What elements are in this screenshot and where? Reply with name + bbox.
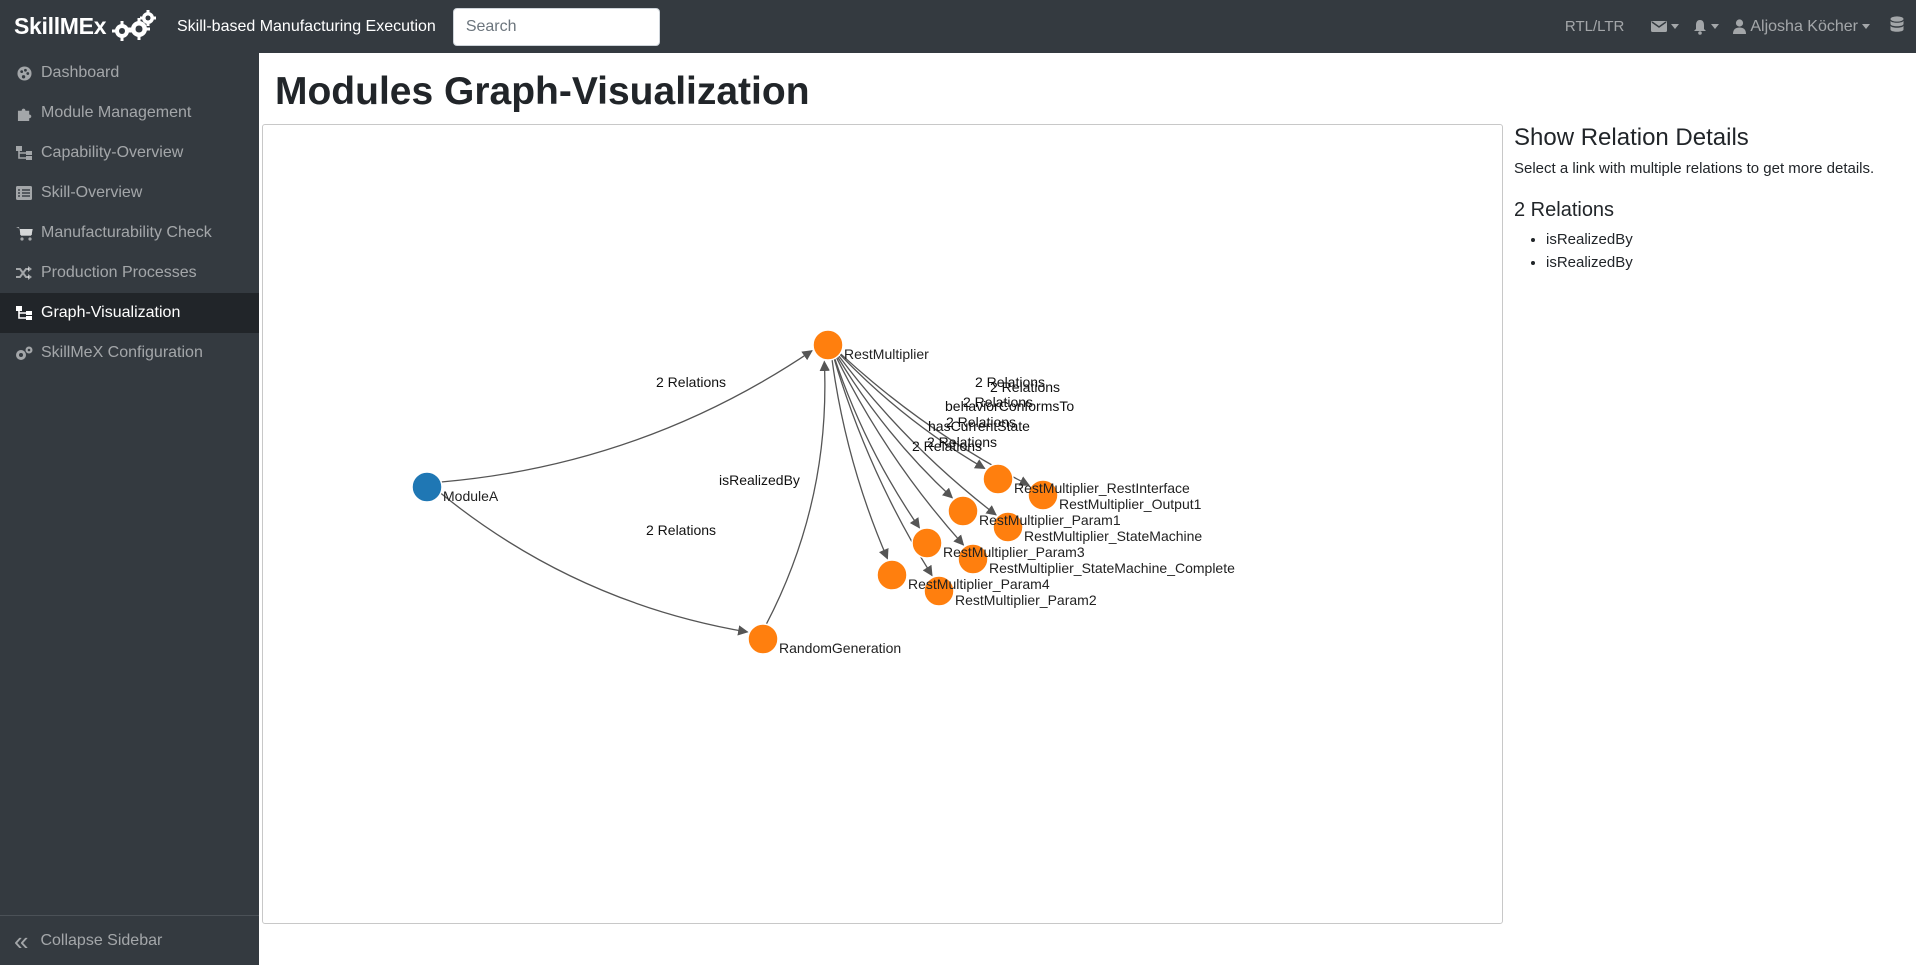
top-navbar: SkillMEx [0, 0, 1916, 53]
graph-node-label: RestMultiplier_StateMachine_Complete [989, 560, 1235, 576]
graph-node-label: RestMultiplier_Param4 [908, 576, 1050, 592]
sidebar-item-capability-overview[interactable]: Capability-Overview [0, 133, 259, 173]
sidebar-item-skill-overview[interactable]: Skill-Overview [0, 173, 259, 213]
sidebar-item-graph-visualization[interactable]: Graph-Visualization [0, 293, 259, 333]
sidebar-item-module-management[interactable]: Module Management [0, 93, 259, 133]
graph-link[interactable] [839, 353, 986, 470]
database-icon[interactable] [1890, 15, 1904, 38]
envelope-icon [1651, 21, 1668, 32]
shuffle-icon [15, 264, 33, 282]
sidebar-item-label: SkillMeX Configuration [41, 344, 203, 361]
graph-link[interactable] [831, 359, 889, 560]
graph-link-label[interactable]: 2 Relations [990, 379, 1060, 395]
navbar-right: RTL/LTR Aljosha Köcher [1565, 0, 1916, 53]
chevron-down-icon [1862, 24, 1870, 29]
relation-item: isRealizedBy [1546, 231, 1909, 248]
messages-dropdown[interactable] [1651, 20, 1680, 33]
graph-link[interactable] [765, 360, 830, 625]
cart-icon [15, 224, 33, 242]
graph-node[interactable] [957, 543, 989, 575]
relation-item: isRealizedBy [1546, 254, 1909, 271]
graph-node[interactable] [812, 329, 844, 361]
graph-link[interactable] [836, 356, 954, 499]
user-name: Aljosha Köcher [1750, 17, 1858, 35]
palette-icon [15, 64, 33, 82]
double-chevron-left-icon: « [14, 925, 29, 956]
graph-link[interactable] [835, 357, 965, 546]
graph-link[interactable] [834, 358, 920, 529]
collapse-sidebar-button[interactable]: « Collapse Sidebar [0, 915, 259, 965]
list-icon [15, 184, 33, 202]
sidebar-item-label: Graph-Visualization [41, 304, 181, 321]
page-title: Modules Graph-Visualization [275, 70, 810, 113]
sidebar-item-label: Production Processes [41, 264, 197, 281]
chevron-down-icon [1711, 24, 1720, 29]
graph-node[interactable] [992, 511, 1024, 543]
relations-list: isRealizedBy isRealizedBy [1514, 231, 1909, 271]
graph-node[interactable] [876, 559, 908, 591]
user-icon [1733, 19, 1747, 34]
collapse-sidebar-label: Collapse Sidebar [40, 931, 163, 949]
sidebar-item-skillmex-configuration[interactable]: SkillMeX Configuration [0, 333, 259, 373]
sidebar-item-label: Manufacturability Check [41, 224, 212, 241]
sidebar-item-manufacturability-check[interactable]: Manufacturability Check [0, 213, 259, 253]
sitemap-icon [15, 144, 33, 162]
graph-link-label[interactable]: 2 Relations [963, 394, 1033, 410]
puzzle-icon [15, 104, 33, 122]
graph-node-label: RestMultiplier_Param1 [979, 512, 1121, 528]
relation-details-panel: Show Relation Details Select a link with… [1514, 124, 1909, 277]
details-title: Show Relation Details [1514, 124, 1749, 151]
details-hint: Select a link with multiple relations to… [1514, 160, 1875, 177]
graph-node-label: RestMultiplier_Output1 [1059, 496, 1202, 512]
sidebar-item-label: Capability-Overview [41, 144, 184, 161]
graph-link[interactable] [440, 492, 749, 636]
sidebar-item-label: Dashboard [41, 64, 120, 81]
graph-node-label: RandomGeneration [779, 640, 901, 656]
graph-node[interactable] [947, 495, 979, 527]
graph-link-label[interactable]: 2 Relations [646, 522, 716, 538]
graph-node[interactable] [1027, 479, 1059, 511]
graph-link-label[interactable]: behaviorConformsTo [945, 398, 1074, 414]
app-title: Skill-based Manufacturing Execution [177, 17, 436, 35]
graph-link-label[interactable]: 2 Relations [975, 374, 1045, 390]
graph-node[interactable] [982, 463, 1014, 495]
graph-link-label[interactable]: hasCurrentState [928, 418, 1030, 434]
sidebar-item-label: Module Management [41, 104, 192, 121]
graph-node-label: RestMultiplier_StateMachine [1024, 528, 1202, 544]
graph-link[interactable] [441, 350, 813, 483]
cogs-icon [15, 344, 33, 362]
sidebar-item-dashboard[interactable]: Dashboard [0, 53, 259, 93]
rtl-ltr-toggle[interactable]: RTL/LTR [1564, 18, 1625, 35]
graph-link-label[interactable]: 2 Relations [912, 438, 982, 454]
sidebar-item-production-processes[interactable]: Production Processes [0, 253, 259, 293]
graph-node[interactable] [923, 575, 955, 607]
gears-logo-icon [108, 9, 157, 45]
graph-link-label[interactable]: 2 Relations [946, 414, 1016, 430]
brand-name: SkillMEx [14, 13, 107, 39]
graph-link-label[interactable]: 2 Relations [927, 434, 997, 450]
graph-node[interactable] [747, 623, 779, 655]
bell-icon [1694, 19, 1707, 35]
graph-node-label: RestMultiplier_Param2 [955, 592, 1097, 608]
sitemap-icon [15, 304, 33, 322]
notifications-dropdown[interactable] [1693, 19, 1720, 35]
graph-node-label: RestMultiplier_RestInterface [1014, 480, 1190, 496]
graph-node[interactable] [911, 527, 943, 559]
relations-title: 2 Relations [1514, 199, 1615, 221]
graph-link-label[interactable]: isRealizedBy [719, 472, 800, 488]
chevron-down-icon [1671, 24, 1680, 29]
graph-node[interactable] [411, 471, 443, 503]
search-input[interactable] [452, 7, 660, 46]
graph-node-label: RestMultiplier [844, 346, 929, 362]
brand-logo[interactable]: SkillMEx [0, 0, 165, 53]
graph-link[interactable] [838, 355, 997, 516]
graph-node-label: ModuleA [443, 488, 499, 504]
sidebar-item-label: Skill-Overview [41, 184, 143, 201]
graph-link-label[interactable]: 2 Relations [656, 374, 726, 390]
user-dropdown[interactable]: Aljosha Köcher [1733, 18, 1870, 36]
graph-node-label: RestMultiplier_Param3 [943, 544, 1085, 560]
